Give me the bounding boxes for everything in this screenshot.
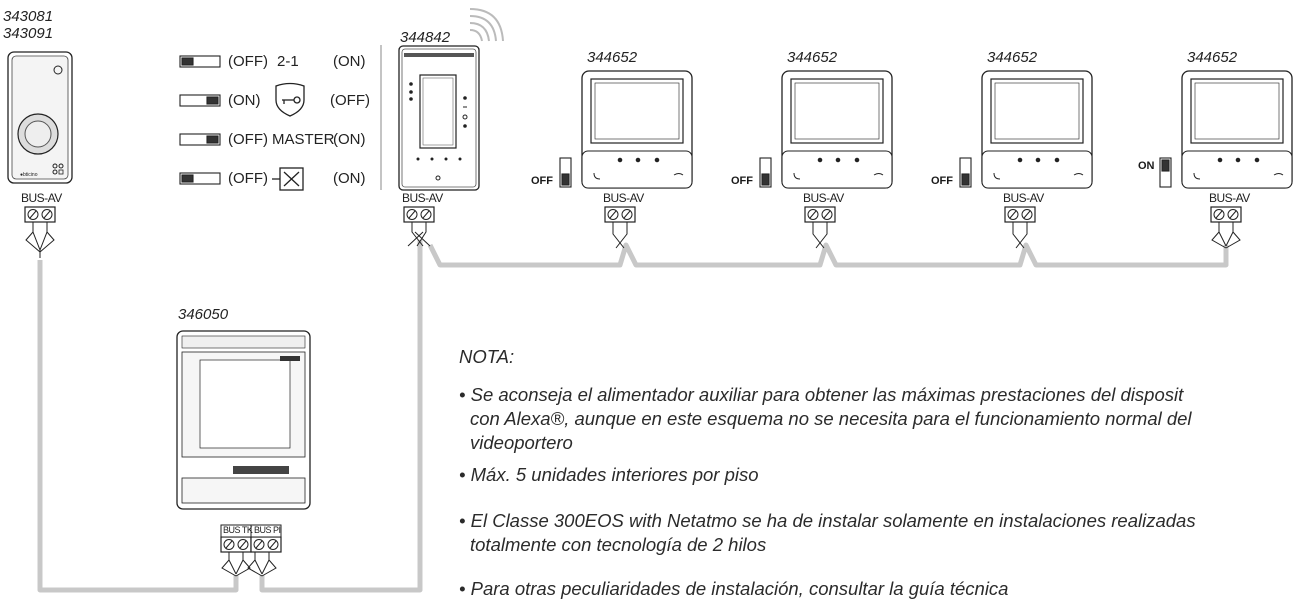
legend-switches bbox=[179, 55, 221, 185]
note-item-4: • Para otras peculiaridades de instalaci… bbox=[459, 578, 1009, 599]
note-item-3-line-2: totalmente con tecnología de 2 hilos bbox=[470, 534, 767, 555]
note-item-1-line-2: con Alexa®, aunque en este esquema no se… bbox=[470, 408, 1192, 429]
cable-supply-to-master bbox=[259, 240, 423, 593]
legend-row-1-right: (ON) bbox=[333, 53, 366, 70]
monitor-2-bus-label: BUS-AV bbox=[803, 191, 844, 205]
monitor-4-switch-label: ON bbox=[1138, 160, 1155, 172]
note-item-3: • El Classe 300EOS with Netatmo se ha de… bbox=[459, 509, 1196, 557]
legend-row-1-middle: 2-1 bbox=[277, 53, 299, 70]
legend-row-3-right: (ON) bbox=[333, 131, 366, 148]
cable-master-to-monitors bbox=[427, 242, 1229, 268]
legend-row-1-left: (OFF) bbox=[228, 53, 268, 70]
monitor-3-code: 344652 bbox=[987, 49, 1038, 66]
note-item-3-line-1: • El Classe 300EOS with Netatmo se ha de… bbox=[459, 510, 1196, 531]
bus-cables bbox=[37, 240, 1229, 593]
master-unit-bus-label: BUS-AV bbox=[402, 191, 443, 205]
monitor-1-switch-label: OFF bbox=[531, 175, 553, 187]
door-panel-code-2: 343091 bbox=[3, 25, 54, 42]
monitor-4-code: 344652 bbox=[1187, 49, 1238, 66]
monitor-1-code: 344652 bbox=[587, 49, 638, 66]
svg-text:●bticino: ●bticino bbox=[20, 172, 38, 178]
monitor-switches bbox=[559, 157, 1172, 188]
key-shield-icon bbox=[275, 82, 305, 117]
legend-row-2-left: (ON) bbox=[228, 92, 261, 109]
door-panel-code-1: 343081 bbox=[3, 8, 54, 25]
wifi-icon bbox=[469, 8, 504, 42]
legend-row-4-right: (ON) bbox=[333, 170, 366, 187]
power-supply-code: 346050 bbox=[178, 306, 229, 323]
note-title: NOTA: bbox=[459, 346, 515, 367]
legend-row-4-left: (OFF) bbox=[228, 170, 268, 187]
master-unit-code: 344842 bbox=[400, 29, 451, 46]
note-item-1-line-3: videoportero bbox=[470, 432, 573, 453]
note-item-2: • Máx. 5 unidades interiores por piso bbox=[459, 464, 759, 485]
monitor-2-code: 344652 bbox=[787, 49, 838, 66]
monitor-3-switch-label: OFF bbox=[931, 175, 953, 187]
conductors bbox=[25, 222, 1241, 577]
monitor-2-switch-label: OFF bbox=[731, 175, 753, 187]
monitor-3-bus-label: BUS-AV bbox=[1003, 191, 1044, 205]
door-panel-bus-label: BUS-AV bbox=[21, 191, 62, 205]
monitor-4-bus-label: BUS-AV bbox=[1209, 191, 1250, 205]
legend-row-2-right: (OFF) bbox=[330, 92, 370, 109]
master-unit-device bbox=[398, 45, 480, 191]
supply-terminals bbox=[220, 524, 282, 553]
power-supply-device bbox=[176, 330, 311, 510]
note-item-1: • Se aconseja el alimentador auxiliar pa… bbox=[459, 383, 1192, 455]
power-supply-bus-tk-label: BUS TK bbox=[223, 525, 253, 535]
power-supply-bus-pi-label: BUS PI bbox=[254, 525, 281, 535]
note-item-1-line-1: • Se aconseja el alimentador auxiliar pa… bbox=[459, 384, 1184, 405]
boxed-x-icon bbox=[272, 167, 304, 191]
legend-row-3-middle: MASTER bbox=[272, 131, 335, 148]
door-panel-device: ●bticino bbox=[7, 51, 73, 184]
cable-door-to-supply bbox=[37, 260, 239, 593]
legend-row-3-left: (OFF) bbox=[228, 131, 268, 148]
monitor-drawings bbox=[581, 70, 1293, 189]
monitor-1-bus-label: BUS-AV bbox=[603, 191, 644, 205]
